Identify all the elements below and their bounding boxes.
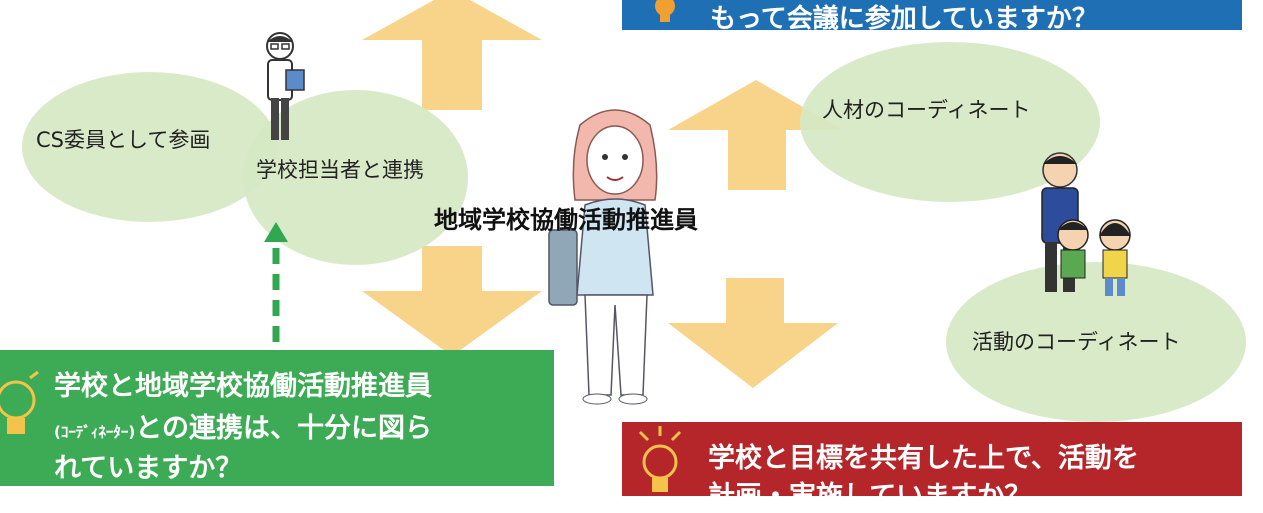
banner-bottom-red-line2: 計画・実施していますか？ [708,481,1032,512]
ellipse-cs-member [22,72,277,222]
teacher-illustration [266,32,305,140]
lightbulb-icon [655,0,675,22]
ellipse-activity [946,262,1246,422]
lightbulb-icon [638,426,682,492]
banner-top-blue: もって会議に参加していますか？ [622,0,1242,34]
banner-left-green-line2-small: (ｺｰﾃﾞｨﾈｰﾀｰ) [54,423,136,441]
banner-bottom-red-line1: 学校と目標を共有した上で、活動を [708,443,1139,474]
banner-left-green: 学校と地域学校協働活動推進員 (ｺｰﾃﾞｨﾈｰﾀｰ)との連携は、十分に図ら れて… [0,350,554,486]
dashed-arrow-up [264,222,288,348]
arrow-down-left [362,246,542,356]
banner-left-green-line2: (ｺｰﾃﾞｨﾈｰﾀｰ)との連携は、十分に図ら [54,406,432,445]
label-cs-member: CS委員として参画 [36,128,211,152]
teacher-children-illustration [1041,152,1131,296]
arrow-down-right [668,278,838,388]
label-school-staff: 学校担当者と連携 [256,158,424,182]
banner-top-blue-line1: もって会議に参加していますか？ [710,4,1098,34]
coordinator-illustration [548,109,658,405]
banner-left-green-line3: れていますか？ [54,453,243,484]
banner-left-green-line1: 学校と地域学校協働活動推進員 [54,371,432,402]
banner-left-green-line2-main: との連携は、十分に図ら [135,413,432,444]
banner-bottom-red: 学校と目標を共有した上で、活動を 計画・実施していますか？ [622,422,1242,512]
center-label: 地域学校協働活動推進員 [434,206,698,234]
lightbulb-icon [0,370,39,434]
label-activity: 活動のコーディネート [972,330,1181,354]
arrow-up-right [668,80,843,190]
label-talent: 人材のコーディネート [822,98,1031,122]
arrow-up-left [362,0,542,110]
